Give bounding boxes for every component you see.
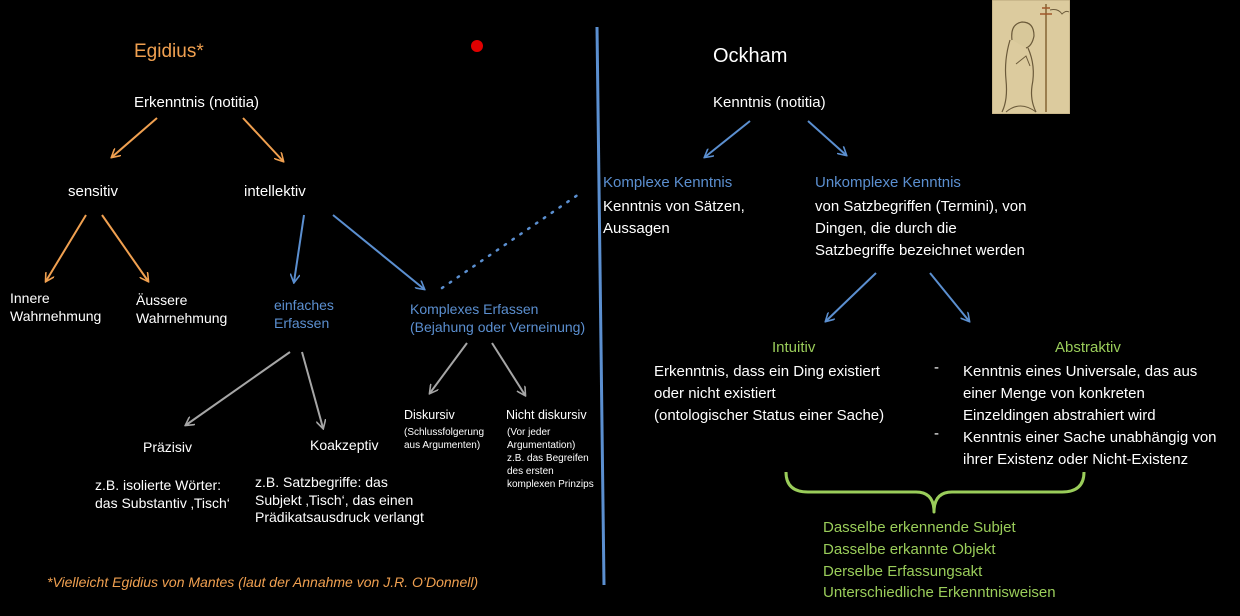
sensitiv-node: sensitiv — [68, 183, 119, 200]
intuitiv-body-line-3: (ontologischer Status einer Sache) — [654, 406, 885, 424]
komplexes-line-1: Komplexes Erfassen — [410, 301, 539, 317]
abstraktiv-bullet-2: - — [934, 425, 939, 442]
summary-line-1: Dasselbe erkennende Subjet — [823, 519, 1016, 536]
intuitiv-title: Intuitiv — [772, 339, 816, 356]
praezisiv-example-line-2: das Substantiv ‚Tisch‘ — [95, 494, 230, 511]
komplexe-kenntnis-title: Komplexe Kenntnis — [603, 174, 733, 191]
diskursiv-note: (Schlussfolgerung aus Argumenten) — [404, 426, 484, 452]
green-brace — [784, 471, 1086, 514]
unkomplexe-body-line-2: Dingen, die durch die — [815, 219, 957, 237]
nicht-diskursiv-note-line-5: komplexen Prinzips — [507, 479, 594, 490]
nicht-diskursiv-note-line-4: des ersten — [507, 466, 554, 477]
summary-line-3: Derselbe Erfassungsakt — [823, 562, 983, 580]
intuitiv-body-line-2: oder nicht existiert — [654, 384, 776, 402]
laser-pointer-dot — [471, 40, 483, 52]
aeussere-wahrnehmung-node: Äussere Wahrnehmung — [136, 292, 227, 327]
abstraktiv-item-1-line-3: Einzeldingen abstrahiert wird — [963, 406, 1156, 424]
abstraktiv-bullet-1: - — [934, 359, 939, 376]
innere-wahrnehmung-node: Innere Wahrnehmung — [10, 290, 101, 325]
komplexe-body-line-1: Kenntnis von Sätzen, — [603, 198, 745, 215]
vertical-divider — [595, 26, 606, 586]
koakzeptiv-example: z.B. Satzbegriffe: das Subjekt ‚Tisch‘, … — [255, 474, 424, 527]
abstraktiv-item-2-line-1: Kenntnis einer Sache unabhängig von — [963, 429, 1217, 446]
manuscript-portrait-image — [992, 0, 1070, 114]
footnote: *Vielleicht Egidius von Mantes (laut der… — [47, 574, 479, 590]
praezisiv-example: z.B. isolierte Wörter: das Substantiv ‚T… — [95, 477, 230, 512]
summary-line-2: Dasselbe erkannte Objekt — [823, 540, 996, 558]
summary-line-4: Unterschiedliche Erkenntnisweisen — [823, 584, 1056, 602]
intellektiv-node: intellektiv — [244, 183, 306, 200]
praezisiv-node: Präzisiv — [143, 439, 193, 455]
arrow-sensitiv-to-aeussere — [101, 214, 148, 281]
nicht-diskursiv-note-line-2: Argumentation) — [507, 440, 576, 451]
abstraktiv-item-1-line-2: einer Menge von konkreten — [963, 384, 1145, 402]
arrow-einfaches-to-praezisiv — [186, 351, 291, 425]
nicht-diskursiv-note: (Vor jeder Argumentation) z.B. das Begre… — [507, 426, 594, 491]
unkomplexe-kenntnis-title: Unkomplexe Kenntnis — [815, 174, 961, 191]
innere-line-2: Wahrnehmung — [10, 307, 102, 324]
arrow-kenntnis-to-komplexe — [705, 120, 751, 157]
arrow-unkomplexe-to-intuitiv — [826, 272, 877, 321]
diskursiv-note-line-2: aus Argumenten) — [404, 440, 481, 451]
nicht-diskursiv-node: Nicht diskursiv — [506, 408, 587, 422]
unkomplexe-body-line-1: von Satzbegriffen (Termini), von — [815, 198, 1027, 215]
abstraktiv-item-1: Kenntnis eines Universale, das aus einer… — [963, 361, 1197, 426]
einfaches-line-2: Erfassen — [274, 314, 330, 331]
arrow-intellektiv-to-einfaches — [294, 214, 305, 282]
arrow-einfaches-to-koakzeptiv — [301, 351, 323, 428]
intuitiv-body: Erkenntnis, dass ein Ding existiert oder… — [654, 361, 884, 426]
arrow-intellektiv-to-komplexes — [332, 214, 424, 289]
dotted-link-komplexes — [440, 190, 584, 290]
arrow-komplexes-to-diskursiv — [430, 342, 468, 393]
praezisiv-example-line-1: z.B. isolierte Wörter: — [95, 477, 222, 493]
koakzeptiv-example-line-3: Prädikatsausdruck verlangt — [255, 509, 424, 525]
abstraktiv-item-1-line-1: Kenntnis eines Universale, das aus — [963, 363, 1198, 380]
arrow-sensitiv-to-innere — [46, 214, 87, 281]
aeussere-line-2: Wahrnehmung — [136, 309, 228, 326]
unkomplexe-body-line-3: Satzbegriffe bezeichnet werden — [815, 241, 1025, 259]
arrow-root-to-sensitiv — [112, 117, 158, 157]
komplexe-body-line-2: Aussagen — [603, 219, 670, 237]
abstraktiv-item-2-line-2: ihrer Existenz oder Nicht-Existenz — [963, 450, 1189, 468]
arrow-root-to-intellektiv — [242, 117, 283, 161]
erkenntnis-root: Erkenntnis (notitia) — [134, 94, 260, 111]
arrow-komplexes-to-nicht-diskursiv — [491, 342, 525, 395]
arrow-unkomplexe-to-abstraktiv — [929, 272, 969, 321]
koakzeptiv-node: Koakzeptiv — [310, 437, 379, 453]
nicht-diskursiv-note-line-3: z.B. das Begreifen — [507, 453, 589, 464]
komplexe-kenntnis-body: Kenntnis von Sätzen, Aussagen — [603, 196, 745, 240]
arrow-kenntnis-to-unkomplexe — [807, 120, 846, 155]
ockham-title: Ockham — [713, 45, 788, 67]
koakzeptiv-example-line-1: z.B. Satzbegriffe: das — [255, 474, 388, 490]
einfaches-line-1: einfaches — [274, 297, 334, 313]
diskursiv-note-line-1: (Schlussfolgerung — [404, 427, 485, 438]
koakzeptiv-example-line-2: Subjekt ‚Tisch‘, das einen — [255, 491, 414, 508]
diskursiv-node: Diskursiv — [404, 408, 455, 422]
einfaches-erfassen-node: einfaches Erfassen — [274, 297, 334, 332]
intuitiv-body-line-1: Erkenntnis, dass ein Ding existiert — [654, 363, 880, 380]
egidius-title: Egidius* — [134, 41, 204, 62]
summary-list: Dasselbe erkennende Subjet Dasselbe erka… — [823, 517, 1056, 604]
komplexes-line-2: (Bejahung oder Verneinung) — [410, 318, 586, 335]
abstraktiv-title: Abstraktiv — [1055, 339, 1121, 356]
unkomplexe-kenntnis-body: von Satzbegriffen (Termini), von Dingen,… — [815, 196, 1027, 261]
abstraktiv-item-2: Kenntnis einer Sache unabhängig von ihre… — [963, 427, 1217, 471]
nicht-diskursiv-note-line-1: (Vor jeder — [507, 427, 551, 438]
kenntnis-root: Kenntnis (notitia) — [713, 94, 826, 111]
aeussere-line-1: Äussere — [136, 292, 188, 308]
komplexes-erfassen-node: Komplexes Erfassen (Bejahung oder Vernei… — [410, 301, 585, 336]
innere-line-1: Innere — [10, 290, 50, 306]
